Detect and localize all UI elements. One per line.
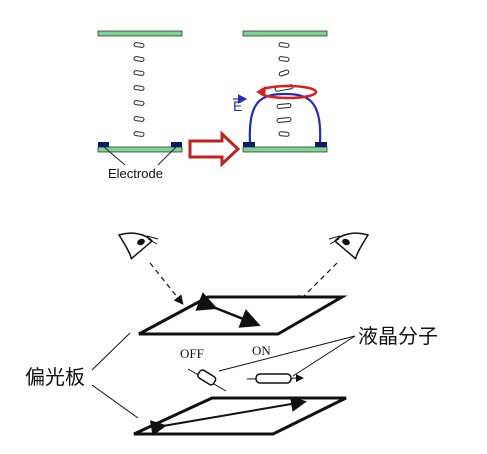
lc-pointer-2 <box>292 335 356 377</box>
bottom-plate-left <box>97 146 183 153</box>
polarizer-bottom <box>133 396 347 436</box>
sight-line-left <box>149 262 184 305</box>
lc-molecule <box>278 42 290 48</box>
eye-left <box>117 232 159 260</box>
lc-molecule <box>278 131 290 137</box>
lc-molecule <box>133 100 145 106</box>
lc-molecules-left <box>133 42 145 137</box>
rotation-arrow <box>256 84 318 100</box>
lc-molecule <box>133 131 145 137</box>
polarizer-label: 偏光板 <box>25 365 85 389</box>
electrode-label: Electrode <box>108 166 163 181</box>
lc-molecule <box>276 117 292 123</box>
eye-right <box>328 232 370 260</box>
polarizer-pointer-2 <box>91 384 139 419</box>
on-label: ON <box>252 343 271 358</box>
lc-molecule <box>133 85 145 91</box>
transition-arrow <box>188 130 241 168</box>
lc-molecule <box>133 42 145 48</box>
electrode-left-2 <box>171 142 182 147</box>
field-line <box>248 92 322 143</box>
lc-molecule <box>276 103 292 109</box>
lc-molecule <box>278 56 290 62</box>
polarizer-top <box>138 292 348 336</box>
electrode-right-1 <box>243 142 255 147</box>
electrode-pointer-2 <box>157 146 177 166</box>
lc-molecule <box>133 70 145 76</box>
field-label: E <box>233 98 242 114</box>
top-plate-left <box>97 30 183 37</box>
lc-molecule <box>278 69 290 77</box>
cell-off: Electrode <box>97 30 183 181</box>
bottom-plate-right <box>242 146 328 153</box>
liquid-crystal-label: 液晶分子 <box>358 324 438 348</box>
lc-molecule-on <box>246 373 304 384</box>
lc-molecule-off <box>187 368 227 392</box>
electrode-right-2 <box>315 142 327 147</box>
lc-molecule <box>133 116 145 122</box>
lc-molecule <box>133 56 145 62</box>
lc-molecules-right <box>274 42 294 137</box>
electrode-pointer-1 <box>103 146 126 166</box>
off-label: OFF <box>180 346 204 361</box>
polarizer-pointer-1 <box>91 332 131 371</box>
electrode-left-1 <box>98 142 109 147</box>
cell-on: E <box>233 30 328 153</box>
lc-pointer-1 <box>218 335 356 372</box>
top-plate-right <box>242 30 328 37</box>
